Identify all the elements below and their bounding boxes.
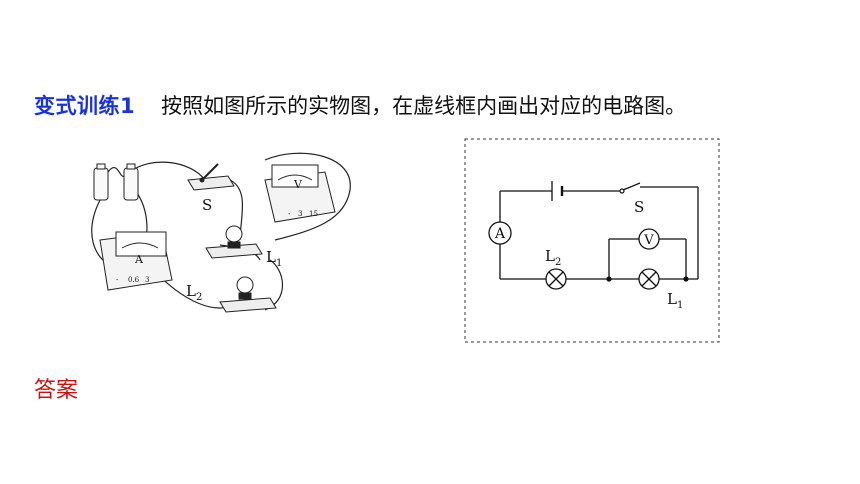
lamp-l2-icon [219,276,277,313]
circuit-lamp2-label: L2 [545,247,561,268]
physical-lamp1-label: L1 [266,248,282,269]
lamp-l1-icon [205,225,263,259]
battery-symbol [551,181,564,201]
voltmeter-terminal-minus: - [288,210,291,218]
answer-label[interactable]: 答案 [34,378,79,403]
physical-voltmeter-symbol: V [293,178,303,191]
ammeter-terminal-minus: - [116,276,119,284]
physical-ammeter-symbol: A [134,253,144,266]
voltmeter-terminal-15: 15 [309,210,318,218]
voltmeter-symbol: V [638,228,660,250]
lamp-l1-symbol [638,268,660,290]
circuit-diagram: S A V L2 L1 [464,138,720,343]
voltmeter-icon [264,164,336,223]
exercise-header: 变式训练1 按照如图所示的实物图，在虚线框内画出对应的电路图。 [34,90,686,120]
exercise-label: 变式训练1 [34,94,136,118]
circuit-switch-label: S [634,198,644,216]
ammeter-terminal-0-6: 0.6 [128,276,140,284]
lamp-l2-symbol [545,268,567,290]
voltmeter-terminal-3: 3 [298,210,302,218]
physical-switch-label: S [202,196,212,214]
physical-lamp2-label: L2 [186,282,202,303]
svg-text:A: A [494,226,506,242]
exercise-instruction: 按照如图所示的实物图，在虚线框内画出对应的电路图。 [161,94,687,118]
wire [264,152,351,241]
physical-circuit-figure: S V - 3 15 L1 A - 0.6 3 L2 [91,152,351,313]
dashed-answer-box [464,138,720,343]
switch-icon [187,163,235,191]
ammeter-terminal-3: 3 [145,276,149,284]
ammeter-icon [99,231,173,291]
junction-dot [606,276,612,282]
switch-symbol [619,182,641,194]
junction-dot [683,276,689,282]
battery-icon [93,163,139,201]
svg-text:V: V [643,233,654,248]
wire [129,161,206,181]
ammeter-symbol: A [488,221,512,245]
circuit-lamp1-label: L1 [667,290,683,311]
